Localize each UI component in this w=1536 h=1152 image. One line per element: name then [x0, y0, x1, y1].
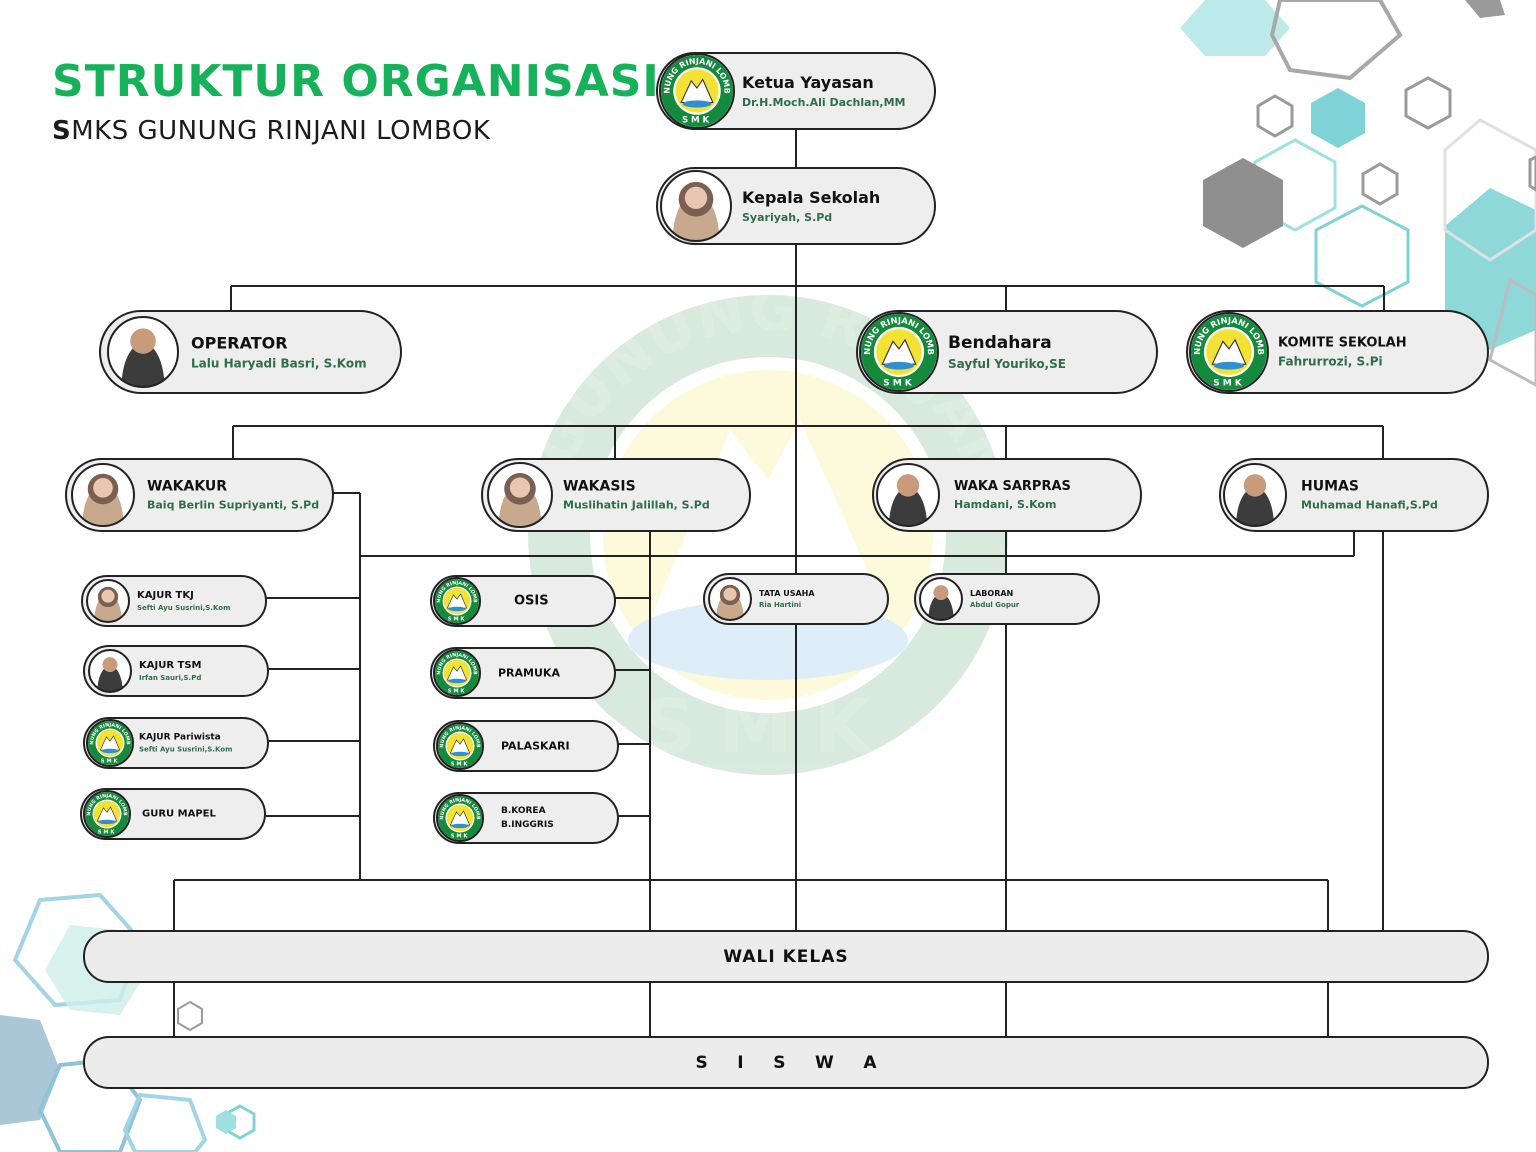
svg-text:SMK: SMK — [98, 829, 116, 835]
node-title: KAJUR Pariwista — [139, 732, 221, 743]
school-logo-icon: GUNUNG RINJANI LOMBOKSMK — [433, 577, 481, 625]
node-person: Sefti Ayu Susrini,S.Kom — [139, 745, 233, 754]
node-title: Kepala Sekolah — [742, 188, 881, 207]
node-title: OPERATOR — [191, 333, 288, 353]
node-person: Fahrurrozi, S.Pi — [1278, 354, 1383, 369]
bar-siswa: S I S W A — [83, 1036, 1489, 1089]
node-title: WAKAKUR — [147, 478, 228, 495]
node-person: Sefti Ayu Susrini,S.Kom — [137, 604, 231, 612]
watermark-logo — [528, 295, 1008, 775]
node-title: KAJUR TKJ — [137, 590, 194, 601]
node-operator: OPERATOR Lalu Haryadi Basri, S.Kom — [99, 310, 402, 394]
node-title-korea: B.KOREA — [501, 806, 546, 816]
node-person: Muhamad Hanafi,S.Pd — [1301, 498, 1438, 512]
school-logo-icon: GUNUNG RINJANI LOMBOKSMK — [859, 312, 939, 392]
person-photo — [876, 463, 940, 527]
node-bendahara: GUNUNG RINJANI LOMBOKSMK Bendahara Sayfu… — [856, 310, 1158, 394]
node-title: LABORAN — [970, 589, 1014, 598]
node-person: Dr.H.Moch.Ali Dachlan,MM — [742, 96, 906, 109]
node-title: KOMITE SEKOLAH — [1278, 335, 1407, 351]
node-bahasa: GUNUNG RINJANI LOMBOKSMK B.KOREA B.INGGR… — [433, 792, 619, 844]
person-photo — [487, 462, 553, 528]
node-person: Lalu Haryadi Basri, S.Kom — [191, 356, 367, 371]
person-photo — [1223, 463, 1287, 527]
node-title-inggris: B.INGGRIS — [501, 820, 554, 830]
watermark-smk-text: SMK — [643, 684, 893, 770]
node-person: Muslihatin Jalillah, S.Pd — [563, 498, 710, 512]
node-title: TATA USAHA — [759, 589, 815, 598]
svg-text:SMK: SMK — [101, 758, 119, 764]
node-title: WAKA SARPRAS — [954, 479, 1071, 494]
node-title: WAKASIS — [563, 478, 636, 495]
svg-text:SMK: SMK — [451, 833, 469, 839]
node-palaskari: GUNUNG RINJANI LOMBOKSMK PALASKARI — [433, 720, 619, 772]
node-person: Syariyah, S.Pd — [742, 211, 833, 224]
school-logo-icon: GUNUNG RINJANI LOMBOKSMK — [86, 719, 134, 767]
node-wakakur: WAKAKUR Baiq Berlin Supriyanti, S.Pd — [65, 458, 334, 532]
bar-wali-kelas: WALI KELAS — [83, 930, 1489, 983]
person-photo — [708, 577, 752, 621]
node-title: GURU MAPEL — [142, 808, 216, 820]
svg-text:SMK: SMK — [451, 761, 469, 767]
svg-text:SMK: SMK — [883, 378, 915, 388]
node-person: Abdul Gopur — [970, 601, 1020, 609]
person-photo — [88, 649, 132, 693]
person-photo — [86, 579, 130, 623]
node-pramuka: GUNUNG RINJANI LOMBOKSMK PRAMUKA — [430, 647, 616, 699]
hexagon-decoration-top-right — [1180, 0, 1536, 387]
node-person: Irfan Sauri,S.Pd — [139, 674, 202, 682]
node-title: PALASKARI — [501, 739, 570, 753]
node-waka-sarpras: WAKA SARPRAS Hamdani, S.Kom — [872, 458, 1142, 532]
school-logo-icon: GUNUNG RINJANI LOMBOKSMK — [1189, 312, 1269, 392]
node-tata-usaha: TATA USAHA Ria Hartini — [703, 573, 889, 625]
subtitle-rest: MKS GUNUNG RINJANI LOMBOK — [71, 116, 491, 146]
node-person: Baiq Berlin Supriyanti, S.Pd — [147, 498, 320, 512]
svg-text:SMK: SMK — [448, 616, 466, 622]
node-komite-sekolah: GUNUNG RINJANI LOMBOKSMK KOMITE SEKOLAH … — [1186, 310, 1489, 394]
node-wakasis: WAKASIS Muslihatin Jalillah, S.Pd — [481, 458, 751, 532]
node-kajur-pariwisata: GUNUNG RINJANI LOMBOKSMK KAJUR Pariwista… — [83, 717, 269, 769]
page-title: STRUKTUR ORGANISASI — [52, 56, 660, 107]
school-logo-icon: GUNUNG RINJANI LOMBOKSMK — [659, 53, 735, 129]
school-logo-icon: GUNUNG RINJANI LOMBOKSMK — [436, 722, 484, 770]
node-guru-mapel: GUNUNG RINJANI LOMBOKSMK GURU MAPEL — [80, 788, 266, 840]
node-title: OSIS — [514, 593, 549, 609]
svg-text:SMK: SMK — [1213, 378, 1245, 388]
person-photo — [71, 463, 135, 527]
node-osis: GUNUNG RINJANI LOMBOKSMK OSIS — [430, 575, 616, 627]
node-title: Bendahara — [948, 333, 1052, 353]
node-kepala-sekolah: Kepala Sekolah Syariyah, S.Pd — [656, 167, 936, 245]
school-logo-icon: GUNUNG RINJANI LOMBOKSMK — [433, 649, 481, 697]
person-photo — [919, 577, 963, 621]
node-humas: HUMAS Muhamad Hanafi,S.Pd — [1219, 458, 1489, 532]
person-photo — [107, 316, 179, 388]
node-title: Ketua Yayasan — [742, 73, 874, 92]
node-title: PRAMUKA — [498, 666, 560, 680]
subtitle-first-letter: S — [52, 116, 72, 146]
node-kajur-tkj: KAJUR TKJ Sefti Ayu Susrini,S.Kom — [81, 575, 267, 627]
svg-text:SMK: SMK — [682, 116, 712, 126]
page-subtitle: SMKS GUNUNG RINJANI LOMBOK — [52, 116, 490, 146]
node-title: HUMAS — [1301, 478, 1359, 495]
node-title: KAJUR TSM — [139, 660, 202, 671]
node-laboran: LABORAN Abdul Gopur — [914, 573, 1100, 625]
school-logo-icon: GUNUNG RINJANI LOMBOKSMK — [83, 790, 131, 838]
node-kajur-tsm: KAJUR TSM Irfan Sauri,S.Pd — [83, 645, 269, 697]
person-photo — [660, 170, 732, 242]
node-ketua-yayasan: GUNUNG RINJANI LOMBOKSMK Ketua Yayasan D… — [656, 52, 936, 130]
svg-text:SMK: SMK — [448, 688, 466, 694]
node-person: Sayful Youriko,SE — [948, 357, 1066, 371]
node-person: Hamdani, S.Kom — [954, 498, 1057, 511]
school-logo-icon: GUNUNG RINJANI LOMBOKSMK — [436, 794, 484, 842]
node-person: Ria Hartini — [759, 601, 802, 609]
